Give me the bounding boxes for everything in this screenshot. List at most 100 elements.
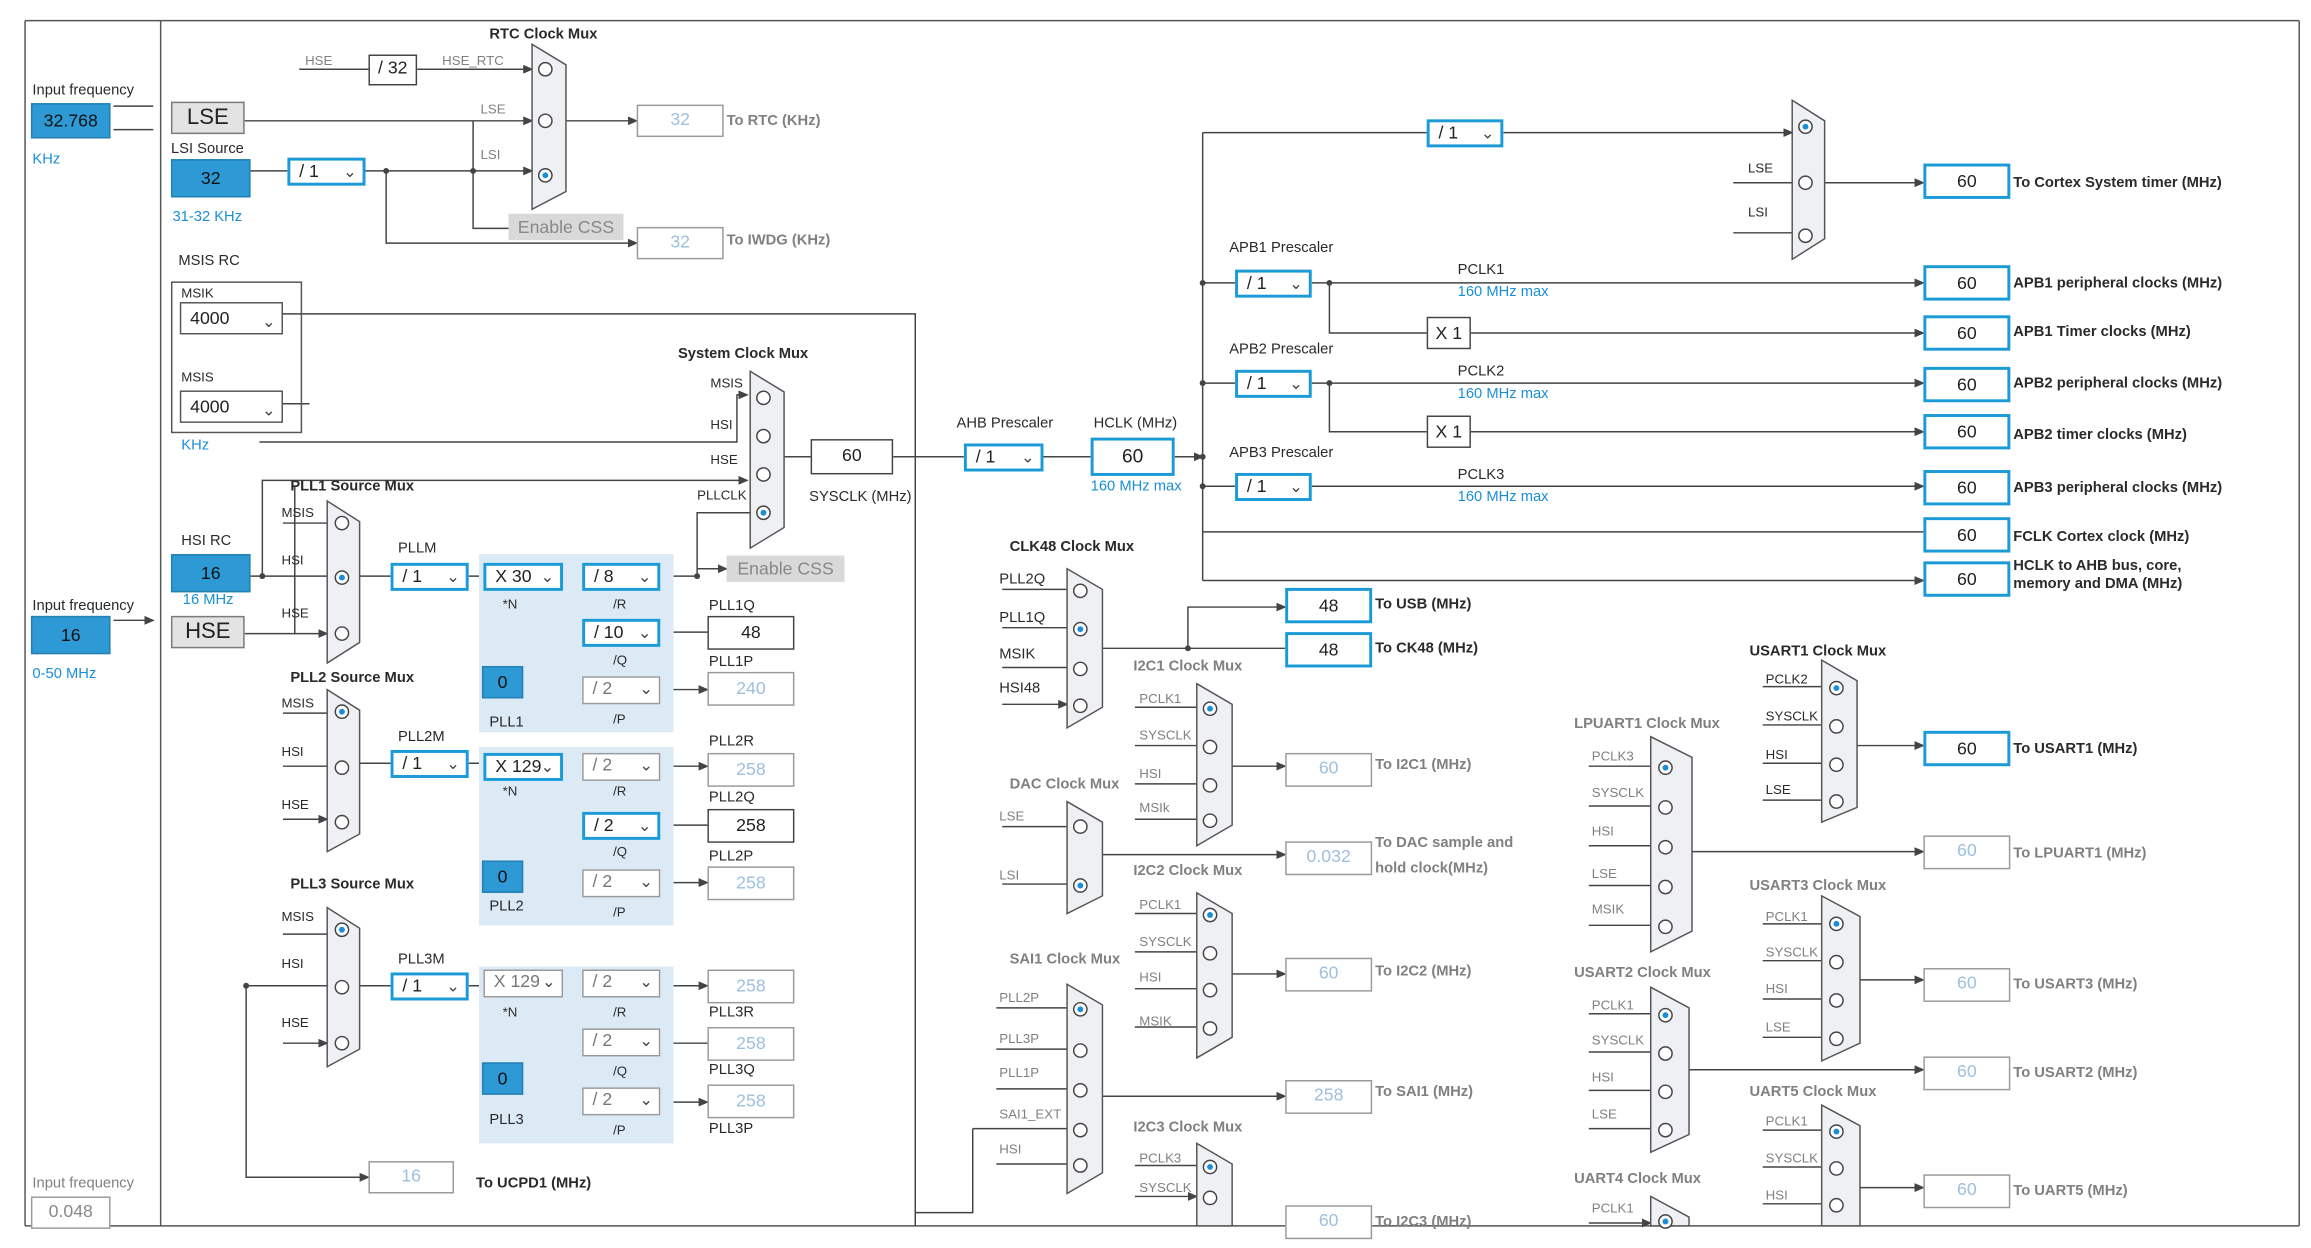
apb2-prescaler-select[interactable]: / 1⌄ [1235,369,1312,398]
hse-source-block[interactable]: HSE [170,615,245,649]
rtc-mux-radio-lse[interactable] [537,113,553,129]
sai1-radio-pll1p[interactable] [1072,1082,1088,1098]
pll3-radio-msis[interactable] [334,922,350,938]
cortex-timer-divider-select[interactable]: / 1⌄ [1426,119,1504,148]
usart3-radio-hsi[interactable] [1829,993,1844,1008]
apb2-peripheral-value[interactable]: 60 [1923,366,2011,403]
pll2q-select[interactable]: / 2⌄ [582,811,661,840]
sys-enable-css-button[interactable]: Enable CSS [726,555,845,583]
lpuart1-radio-sysclk[interactable] [1658,800,1673,815]
pll1-radio-hsi[interactable] [334,570,350,585]
cortex-timer-value[interactable]: 60 [1923,163,2011,199]
usart2-radio-sysclk[interactable] [1658,1046,1673,1061]
fclk-value[interactable]: 60 [1923,517,2011,553]
usart1-frequency[interactable]: 60 [1923,730,2011,767]
apb3-peripheral-value[interactable]: 60 [1923,470,2011,506]
ahb-prescaler-select[interactable]: / 1⌄ [963,443,1044,472]
dac-radio-lsi[interactable] [1072,878,1088,893]
clk48-radio-hsi48[interactable] [1072,698,1088,714]
lsi-frequency-input[interactable]: 32 [170,159,251,198]
i2c2-radio-sysclk[interactable] [1202,945,1218,961]
pll3-radio-hse[interactable] [334,1035,350,1051]
usart2-radio-pclk1[interactable] [1658,1007,1673,1023]
ck48-frequency[interactable]: 48 [1285,632,1373,668]
uart5-radio-pclk1[interactable] [1829,1124,1844,1139]
hclk-ahb-value[interactable]: 60 [1923,561,2011,597]
i2c2-radio-pclk1[interactable] [1202,907,1218,923]
hse-rtc-divider[interactable]: / 32 [368,54,418,86]
pll2r-select[interactable]: / 2⌄ [582,752,661,781]
lse-frequency-input[interactable]: 32.768 [30,103,111,139]
sysmux-radio-hse[interactable] [756,467,771,482]
sysmux-radio-pllclk[interactable] [756,505,771,521]
cortex-mux-radio-hclk[interactable] [1798,119,1813,135]
rtc-mux-radio-lsi[interactable] [537,167,553,183]
rtc-enable-css-button[interactable]: Enable CSS [508,213,624,241]
lse-source-block[interactable]: LSE [170,101,245,135]
hclk-input[interactable]: 60 [1090,437,1175,476]
lpuart1-radio-msik[interactable] [1658,919,1673,935]
uart5-radio-sysclk[interactable] [1829,1161,1844,1176]
lpuart1-radio-hsi[interactable] [1658,839,1673,855]
pll1-radio-hse[interactable] [334,626,350,641]
pll2-radio-hse[interactable] [334,814,350,830]
pll2n-select[interactable]: X 129⌄ [483,752,564,781]
usart1-radio-sysclk[interactable] [1829,719,1844,734]
sai1-radio-pll2p[interactable] [1072,1001,1088,1017]
i2c1-radio-hsi[interactable] [1202,777,1218,793]
i2c1-radio-msik[interactable] [1202,813,1218,829]
sysclk-value[interactable]: 60 [810,439,894,475]
pll3n-select[interactable]: X 129⌄ [483,969,564,998]
pll3-fracn[interactable]: 0 [481,1062,524,1095]
hse-frequency-input[interactable]: 16 [30,615,111,655]
lsi-divider-select[interactable]: / 1⌄ [287,157,366,186]
i2c2-radio-hsi[interactable] [1202,982,1218,998]
uart4-radio-pclk1[interactable] [1658,1214,1673,1229]
usb-frequency[interactable]: 48 [1285,587,1373,624]
i2c1-radio-sysclk[interactable] [1202,739,1218,755]
lpuart1-radio-pclk3[interactable] [1658,760,1673,776]
usart1-radio-lse[interactable] [1829,794,1844,809]
pll2m-select[interactable]: / 1⌄ [390,749,469,778]
usart1-radio-hsi[interactable] [1829,757,1844,773]
bottom-input-frequency[interactable]: 0.048 [30,1196,111,1229]
clk48-radio-pll2q[interactable] [1072,583,1088,599]
sai1-radio-ext[interactable] [1072,1122,1088,1138]
pll2-fracn[interactable]: 0 [481,860,524,893]
pll2p-select[interactable]: / 2⌄ [582,869,661,898]
pllm-select[interactable]: / 1⌄ [390,562,469,591]
i2c1-radio-pclk1[interactable] [1202,701,1218,717]
i2c3-radio-pclk3[interactable] [1202,1159,1218,1175]
usart2-radio-lse[interactable] [1658,1122,1673,1138]
pll2-radio-msis[interactable] [334,704,350,720]
pll3m-select[interactable]: / 1⌄ [390,972,469,1001]
pll3q-select[interactable]: / 2⌄ [582,1028,661,1057]
apb2-timer-value[interactable]: 60 [1923,414,2011,450]
pll1-fracn[interactable]: 0 [481,665,524,699]
sai1-radio-pll3p[interactable] [1072,1043,1088,1058]
pll3p-select[interactable]: / 2⌄ [582,1087,661,1116]
pllq-select[interactable]: / 10⌄ [582,618,661,647]
usart3-radio-sysclk[interactable] [1829,954,1844,970]
usart3-radio-pclk1[interactable] [1829,916,1844,932]
sai1-radio-hsi[interactable] [1072,1158,1088,1173]
pll1-radio-msis[interactable] [334,515,350,531]
apb3-prescaler-select[interactable]: / 1⌄ [1235,472,1312,501]
cortex-mux-radio-lse[interactable] [1798,175,1813,191]
usart2-radio-hsi[interactable] [1658,1084,1673,1100]
apb1-prescaler-select[interactable]: / 1⌄ [1235,269,1312,298]
clk48-radio-pll1q[interactable] [1072,621,1088,637]
sysmux-radio-hsi[interactable] [756,428,771,444]
i2c3-radio-sysclk[interactable] [1202,1190,1218,1206]
uart5-radio-hsi[interactable] [1829,1197,1844,1213]
cortex-mux-radio-lsi[interactable] [1798,228,1813,244]
msik-select[interactable]: 4000⌄ [179,302,283,335]
usart3-radio-lse[interactable] [1829,1031,1844,1047]
clk48-radio-msik[interactable] [1072,661,1088,677]
apb1-peripheral-value[interactable]: 60 [1923,265,2011,301]
sysmux-radio-msis[interactable] [756,390,771,406]
dac-radio-lse[interactable] [1072,819,1088,834]
msis-select[interactable]: 4000⌄ [179,390,283,423]
pll3-radio-hsi[interactable] [334,979,350,995]
pll3r-select[interactable]: / 2⌄ [582,969,661,998]
